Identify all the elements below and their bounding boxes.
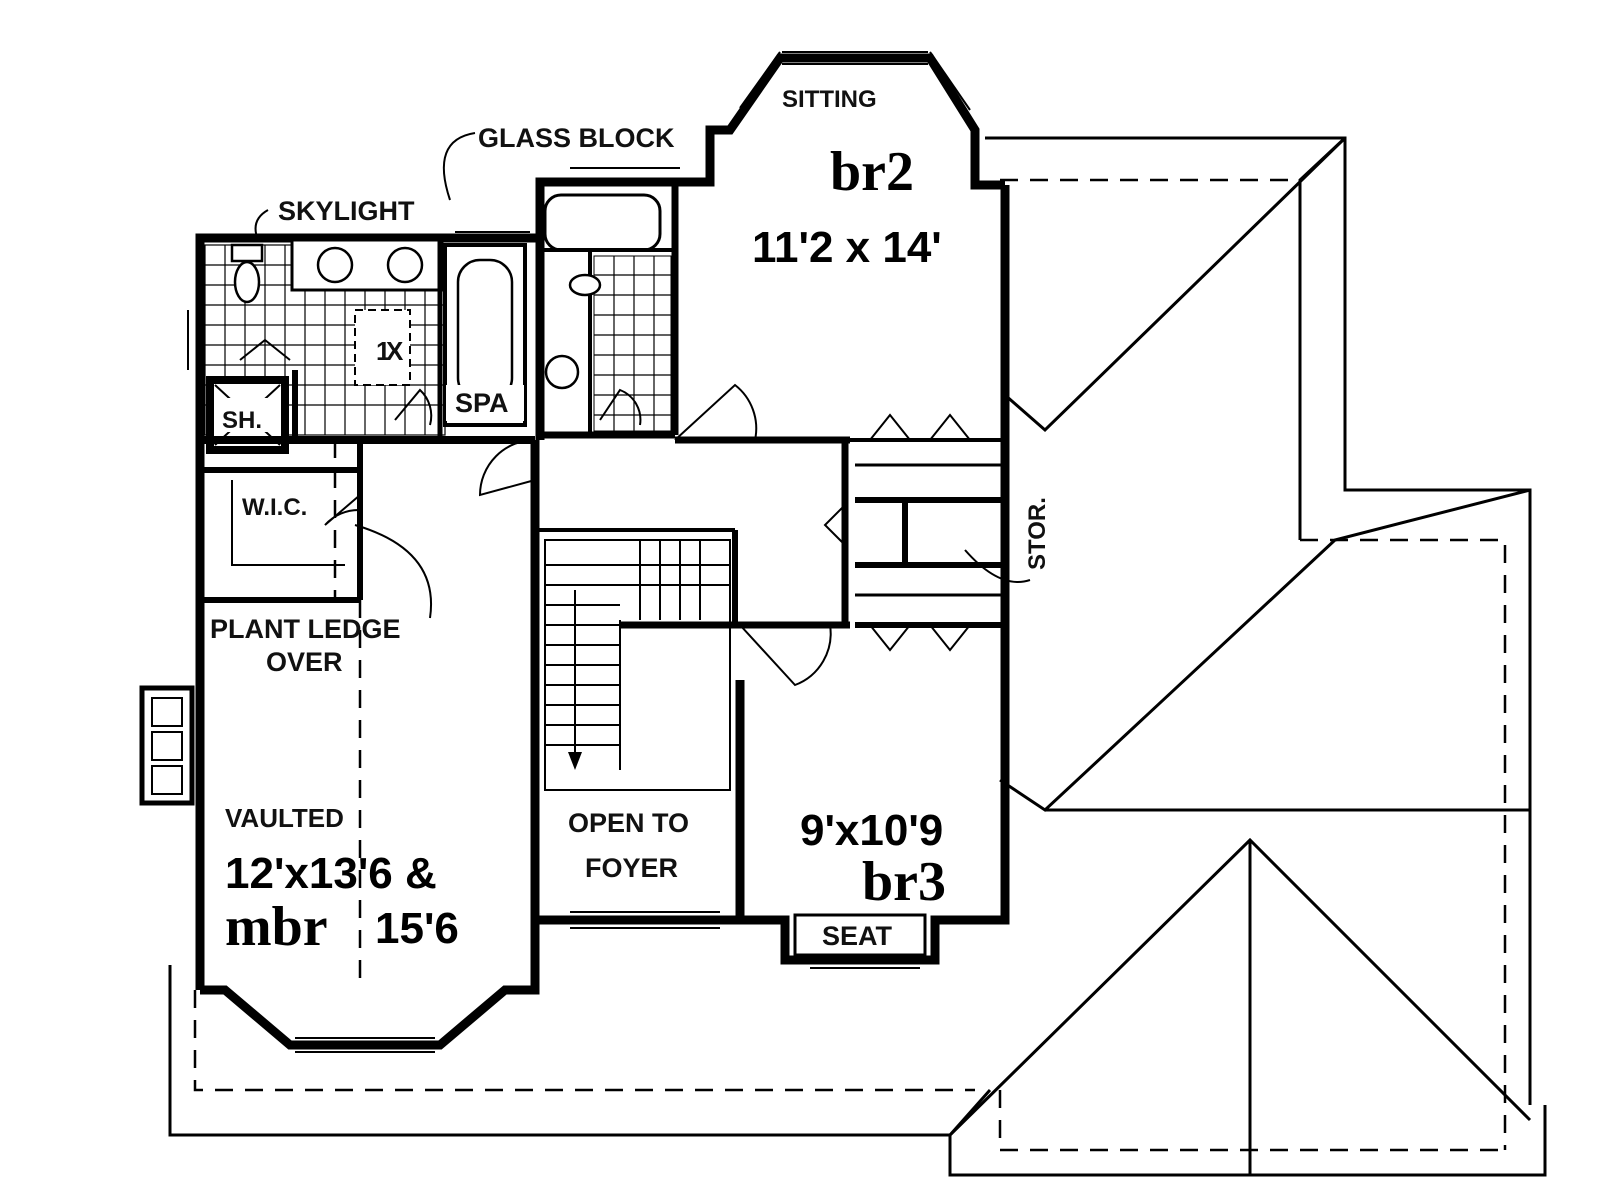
open-to-label-1: OPEN TO — [568, 808, 689, 838]
interior-walls-hall — [535, 436, 1005, 629]
sitting-label: SITTING — [782, 86, 877, 113]
stor-label: STOR. — [1024, 497, 1051, 570]
spa-tub — [443, 243, 527, 427]
exterior-walls — [195, 53, 1010, 1050]
mbr-name: mbr — [225, 896, 328, 958]
plant-ledge-label-1: PLANT LEDGE — [210, 614, 401, 644]
open-to-label-2: FOYER — [585, 853, 678, 883]
hall-bath — [540, 182, 679, 439]
plant-ledge-lines — [333, 440, 362, 990]
chimney — [139, 685, 195, 806]
seat-label: SEAT — [822, 921, 893, 951]
mbr-size-2: 15'6 — [375, 904, 459, 953]
glass-block-label: GLASS BLOCK — [478, 123, 675, 153]
leader-lines — [254, 132, 1031, 619]
spa-label: SPA — [455, 388, 509, 418]
seat-box — [793, 913, 927, 957]
doors — [239, 338, 971, 687]
svg-text:1: 1 — [376, 336, 390, 366]
vaulted-label: VAULTED — [225, 803, 344, 833]
windows — [187, 51, 971, 1053]
toilet — [230, 243, 264, 304]
br2-size: 11'2 x 14' — [752, 223, 942, 272]
br3-name: br3 — [862, 851, 946, 913]
skylight-box: 1 X — [354, 309, 411, 386]
stairs — [544, 539, 731, 791]
br2-name: br2 — [830, 141, 914, 203]
wic-label: W.I.C. — [242, 494, 307, 521]
br3-size: 9'x10'9 — [800, 806, 943, 855]
mbr-size: 12'x13'6 & — [225, 849, 437, 898]
roof-dashed-lines — [193, 178, 1507, 1152]
skylight-label: SKYLIGHT — [278, 196, 415, 226]
svg-text:X: X — [386, 336, 404, 366]
plant-ledge-label-2: OVER — [266, 647, 343, 677]
shower-label: SH. — [222, 407, 262, 434]
vanity — [290, 238, 444, 292]
roof-outline — [168, 136, 1547, 1177]
interior-walls-bath — [200, 238, 535, 603]
